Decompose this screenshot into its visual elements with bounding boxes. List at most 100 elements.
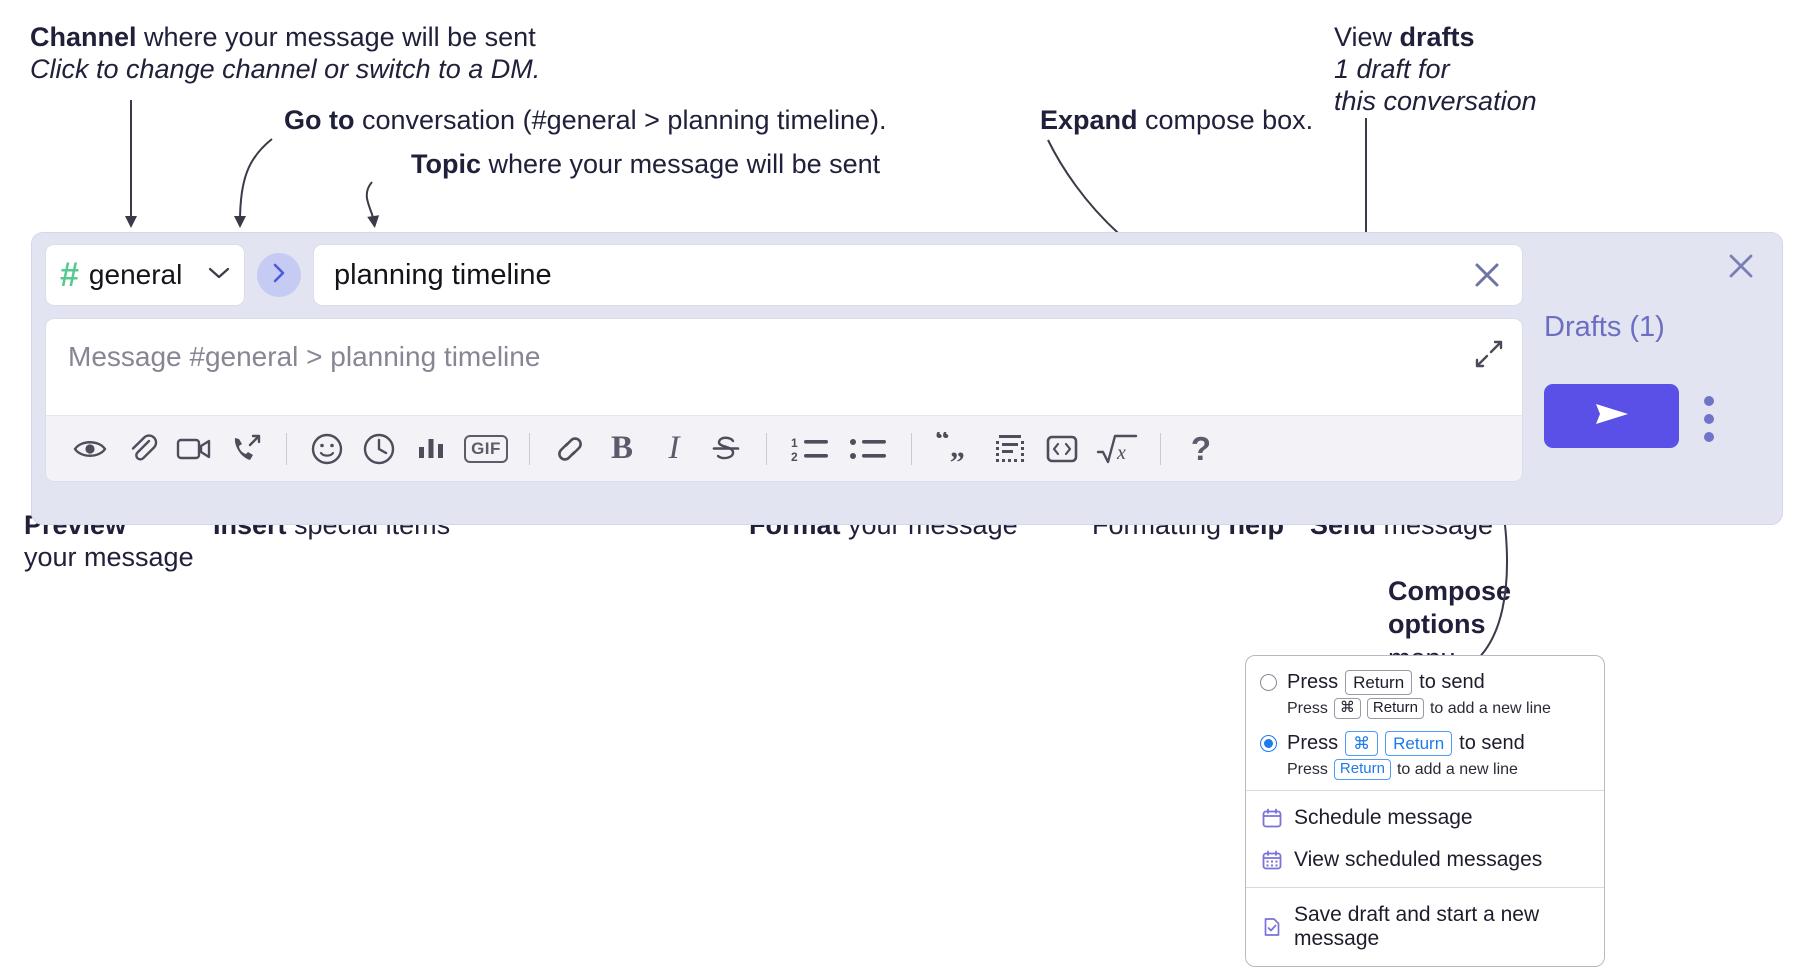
message-composer: # general planning timeline [31,232,1783,525]
annotation-drafts-sub1: 1 draft for [1334,53,1450,84]
code-button[interactable] [1036,423,1088,475]
annotation-compose-options-bold2: options [1388,609,1486,640]
svg-text:“: “ [935,432,950,456]
bulleted-list-button[interactable] [839,423,897,475]
schedule-button[interactable] [353,423,405,475]
annotation-drafts-plain: View [1334,22,1400,52]
audio-clip-button[interactable] [220,423,272,475]
option-sub-suffix: to add a new line [1396,760,1518,778]
annotation-topic-bold: Topic [411,149,481,179]
menu-item-label: View scheduled messages [1294,848,1543,871]
compose-options-button[interactable] [1704,396,1714,450]
blockquote-button[interactable]: “„ [926,423,984,475]
annotation-drafts-bold: drafts [1399,22,1475,52]
composer-main-column: # general planning timeline [45,244,1523,482]
option-main-text: Press Return to send [1287,670,1485,696]
annotation-topic: Topic where your message will be sent [411,149,880,181]
option-sub-prefix: Press [1287,760,1328,778]
italic-icon: I [668,430,680,466]
key-chip: ⌘ [1345,731,1379,757]
svg-text:x: x [1116,442,1126,464]
message-textarea[interactable]: Message #general > planning timeline [46,319,1522,415]
annotation-goto-bold: Go to [284,105,355,135]
annotation-channel-sub: Click to change channel or switch to a D… [30,53,541,84]
annotation-goto-rest: conversation (#general > planning timeli… [354,105,887,135]
annotation-expand-rest: compose box. [1137,105,1314,135]
link-button[interactable] [544,423,596,475]
menu-item-save-draft[interactable]: Save draft and start a new message [1246,894,1604,960]
svg-text:„: „ [950,432,965,464]
calendar-grid-icon [1262,850,1282,870]
send-option[interactable]: Press ⌘ Return to send Press Return to a… [1246,729,1604,780]
separator-3 [766,432,767,465]
option-sub-suffix: to add a new line [1429,699,1551,717]
go-to-conversation-button[interactable] [257,253,301,297]
separator-5 [1160,432,1161,465]
chevron-right-icon [270,262,288,289]
annotation-drafts: View drafts 1 draft for this conversatio… [1334,22,1537,118]
option-sub-text: Press Return to add a new line [1246,756,1604,780]
topic-input[interactable]: planning timeline [313,244,1523,306]
option-suffix: to send [1419,671,1485,694]
composer-right-rail: Drafts (1) [1522,233,1782,524]
emoji-button[interactable] [301,423,353,475]
math-button[interactable]: x [1088,423,1146,475]
composer-header-row: # general planning timeline [45,244,1523,306]
svg-text:1: 1 [791,436,798,450]
compose-options-menu: Press Return to send Press ⌘ Return to a… [1245,655,1605,967]
bold-icon: B [610,430,633,466]
bold-button[interactable]: B [596,423,648,475]
close-icon[interactable] [1724,249,1758,283]
schedule-menu-group: Schedule message View scheduled messages [1246,791,1604,887]
italic-button[interactable]: I [648,423,700,475]
menu-item-label: Schedule message [1294,806,1473,829]
annotation-channel-bold: Channel [30,22,137,52]
close-icon[interactable] [1470,258,1504,292]
channel-selector[interactable]: # general [45,244,245,306]
strikethrough-button[interactable] [700,423,752,475]
send-option[interactable]: Press Return to send Press ⌘ Return to a… [1246,668,1604,719]
code-block-button[interactable] [984,423,1036,475]
formatting-toolbar: GIF B I [46,415,1522,481]
key-chip: ⌘ [1333,698,1361,719]
menu-item-view-scheduled-messages[interactable]: View scheduled messages [1246,839,1604,881]
expand-icon[interactable] [1474,339,1504,369]
video-clip-button[interactable] [168,423,220,475]
annotation-expand: Expand compose box. [1040,105,1313,137]
key-chip: Return [1385,731,1453,757]
annotation-compose-options-bold1: Compose [1388,576,1512,606]
annotation-channel-rest: where your message will be sent [136,22,536,52]
gif-label: GIF [464,434,508,463]
send-paper-plane-icon [1589,397,1635,436]
key-chip: Return [1345,670,1413,696]
annotated-screenshot: Channel where your message will be sent … [24,22,1783,967]
annotation-goto: Go to conversation (#general > planning … [284,105,887,137]
send-button[interactable] [1544,384,1679,448]
separator-2 [529,432,530,465]
formatting-help-button[interactable]: ? [1175,423,1227,475]
separator-4 [911,432,912,465]
send-shortcut-options: Press Return to send Press ⌘ Return to a… [1246,656,1604,790]
menu-divider [1246,887,1604,888]
channel-name: general [88,259,183,290]
draft-menu-group: Save draft and start a new message [1246,888,1604,966]
poll-button[interactable] [405,423,457,475]
menu-divider [1246,790,1604,791]
topic-value: planning timeline [334,258,552,291]
drafts-link[interactable]: Drafts (1) [1544,311,1665,343]
attach-button[interactable] [116,423,168,475]
gif-button[interactable]: GIF [457,423,515,475]
annotation-channel: Channel where your message will be sent … [30,22,540,86]
preview-button[interactable] [64,423,116,475]
radio-unselected[interactable] [1260,674,1277,692]
radio-selected[interactable] [1260,735,1277,753]
menu-item-schedule-message[interactable]: Schedule message [1246,797,1604,839]
key-chip: Return [1333,759,1391,780]
option-suffix: to send [1459,732,1525,755]
option-sub-text: Press ⌘ Return to add a new line [1246,695,1604,719]
calendar-icon [1262,808,1282,828]
hash-icon: # [60,256,79,294]
key-chip: Return [1366,698,1424,719]
kebab-dot [1704,432,1714,442]
